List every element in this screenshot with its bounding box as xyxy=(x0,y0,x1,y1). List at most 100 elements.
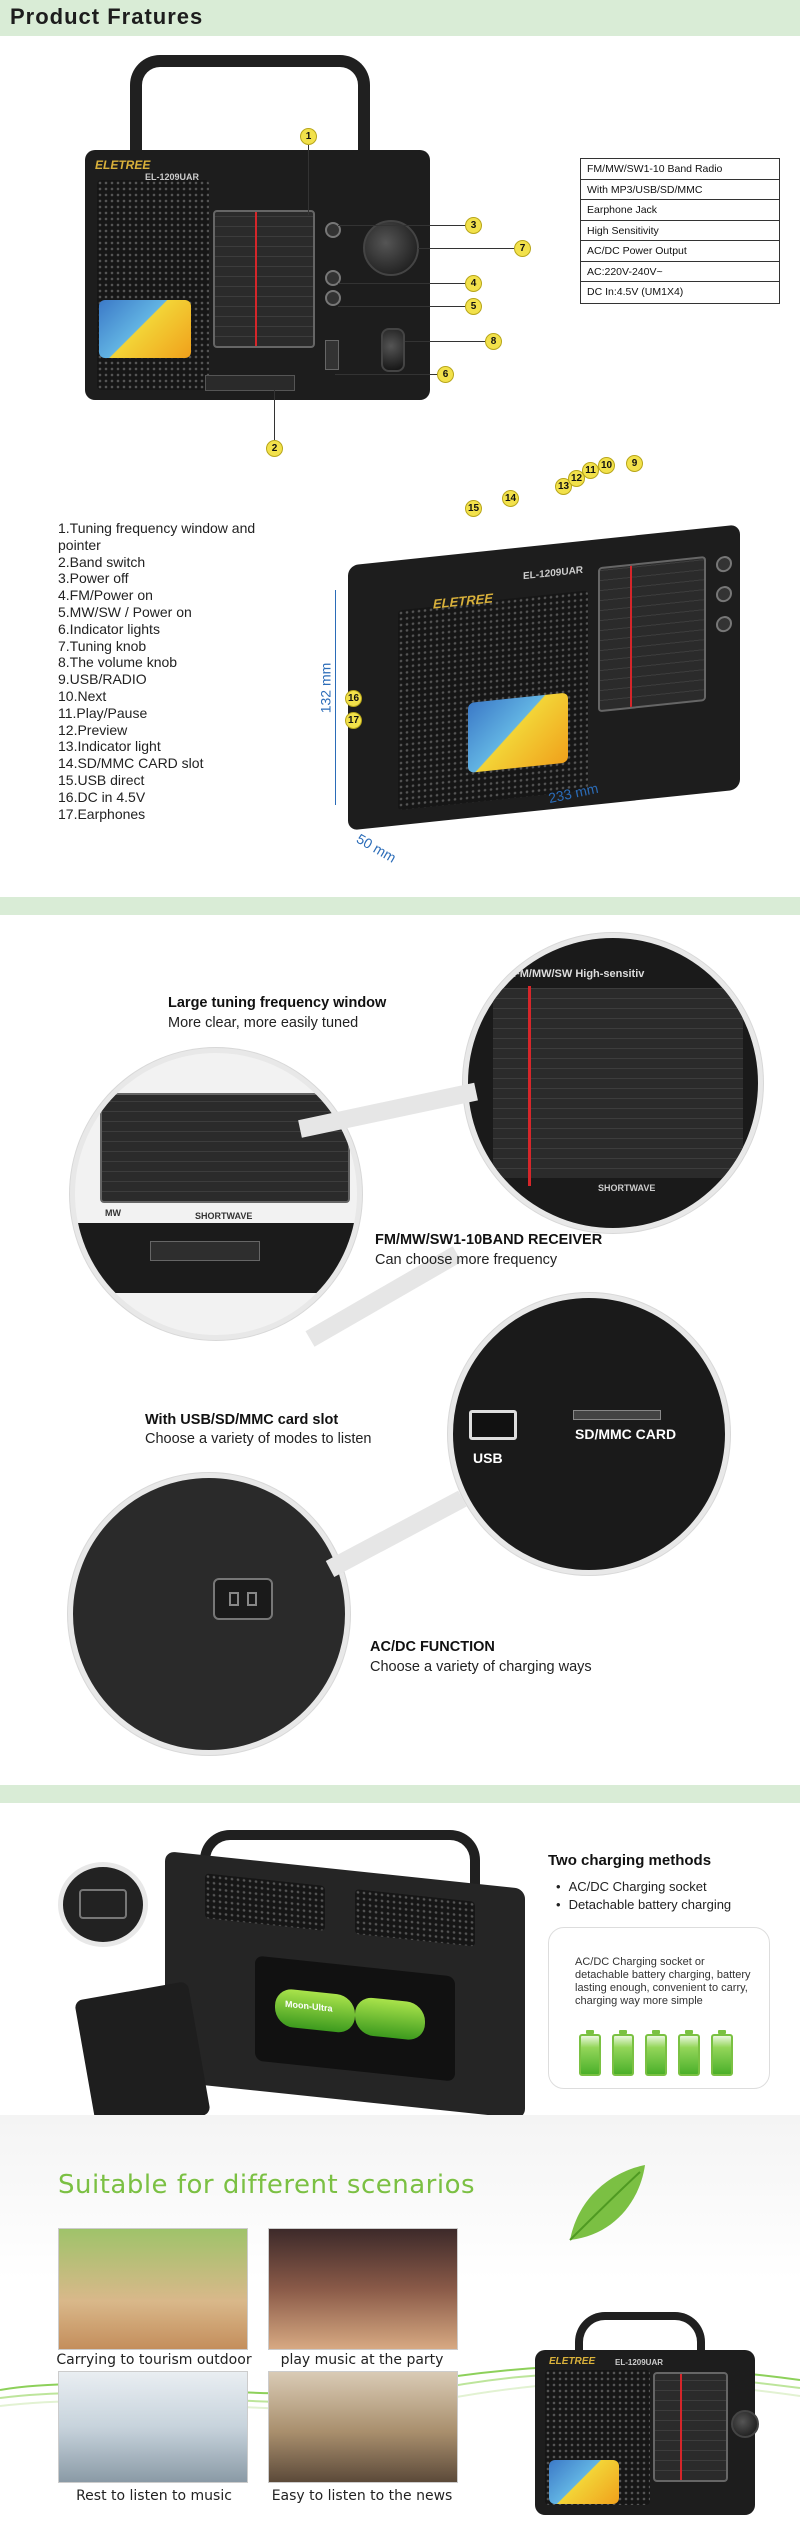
spec-row: AC:220V-240V~ xyxy=(581,262,779,282)
tuning-knob[interactable] xyxy=(363,220,419,276)
feature-desc: More clear, more easily tuned xyxy=(168,1015,359,1031)
fm-button[interactable] xyxy=(325,270,341,286)
power-sticker xyxy=(99,300,191,358)
bottom-radio-handle xyxy=(575,2312,705,2382)
feature-desc: Can choose more frequency xyxy=(375,1252,558,1268)
part-item: 14.SD/MMC CARD slot xyxy=(58,755,204,772)
feature-title: Large tuning frequency window xyxy=(168,995,387,1011)
part-item: 16.DC in 4.5V xyxy=(58,788,146,805)
rear-grille xyxy=(355,1889,475,1947)
scenarios-title: Suitable for different scenarios xyxy=(58,2170,476,2200)
part-item: 4.FM/Power on xyxy=(58,587,153,604)
radio-handle xyxy=(130,55,370,165)
height-dimension: 132 mm xyxy=(317,662,334,714)
part-item: 9.USB/RADIO xyxy=(58,671,147,688)
ac-pin-icon xyxy=(229,1592,239,1606)
header-band: Product Fratures xyxy=(0,0,800,36)
leader-3 xyxy=(338,225,465,226)
radio-body: ELETREE EL-1209UAR xyxy=(85,150,430,400)
callout-16: 16 xyxy=(345,690,362,707)
card-slot-icon xyxy=(573,1410,661,1420)
volume-knob[interactable] xyxy=(381,328,405,372)
zoom-shortwave-label-2: SHORTWAVE xyxy=(195,1211,253,1221)
part-item: 13.Indicator light xyxy=(58,738,161,755)
part-item: 12.Preview xyxy=(58,721,128,738)
bottom-brand-logo: ELETREE xyxy=(549,2356,596,2367)
bottom-radio-body: ELETREE EL-1209UAR xyxy=(535,2350,759,2515)
battery-icon xyxy=(355,1996,425,2042)
mw-sw-button[interactable] xyxy=(325,290,341,306)
zoom-needle xyxy=(528,986,531,1186)
scenario-caption: Rest to listen to music xyxy=(76,2488,232,2504)
part-item: 10.Next xyxy=(58,687,107,704)
part-item: 3.Power off xyxy=(58,570,129,587)
scenario-photo-party xyxy=(268,2228,458,2350)
scenario-photo-outdoor xyxy=(58,2228,248,2350)
part-item: 5.MW/SW / Power on xyxy=(58,603,192,620)
scenario-photo-news xyxy=(268,2371,458,2483)
ac-pin-icon xyxy=(247,1592,257,1606)
page-title: Product Fratures xyxy=(10,4,204,29)
zoom-shortwave-label: SHORTWAVE xyxy=(598,1183,656,1193)
callout-8: 8 xyxy=(485,333,502,350)
zoom-small-dial xyxy=(100,1093,350,1203)
bottom-needle xyxy=(680,2374,682,2480)
spec-row: High Sensitivity xyxy=(581,221,779,241)
callout-7: 7 xyxy=(514,240,531,257)
part-item: 6.Indicator lights xyxy=(58,620,160,637)
callout-5: 5 xyxy=(465,298,482,315)
feature-band-bottom xyxy=(0,1785,800,1803)
bottom-sticker xyxy=(549,2460,619,2504)
ac-socket-icon xyxy=(79,1889,127,1919)
callout-17: 17 xyxy=(345,712,362,729)
callout-11: 11 xyxy=(582,462,599,479)
callout-10: 10 xyxy=(598,457,615,474)
part-item: 2.Band switch xyxy=(58,553,146,570)
side-radio-body: ELETREE EL-1209UAR xyxy=(348,524,740,831)
charging-item: AC/DC Charging socket xyxy=(556,1878,731,1896)
spec-table: FM/MW/SW1-10 Band Radio With MP3/USB/SD/… xyxy=(580,158,780,304)
leader-6 xyxy=(335,374,437,375)
height-dimension-line xyxy=(335,590,336,805)
tuning-needle xyxy=(255,212,257,346)
bottom-knob[interactable] xyxy=(731,2410,759,2438)
callout-4: 4 xyxy=(465,275,482,292)
feature-desc: Choose a variety of charging ways xyxy=(370,1659,592,1675)
battery-icon xyxy=(711,2030,733,2076)
scenario-photo-rest xyxy=(58,2371,248,2483)
callout-2: 2 xyxy=(266,440,283,457)
side-button-a[interactable] xyxy=(716,555,732,573)
charging-title: Two charging methods xyxy=(548,1852,712,1869)
charging-note-card: AC/DC Charging socket or detachable batt… xyxy=(548,1927,770,2089)
parts-list: 1.Tuning frequency window and pointer 2.… xyxy=(58,520,288,822)
callout-14: 14 xyxy=(502,490,519,507)
feature-title: AC/DC FUNCTION xyxy=(370,1639,495,1655)
battery-icon xyxy=(645,2030,667,2076)
callout-15: 15 xyxy=(465,500,482,517)
leaf-icon xyxy=(569,2165,645,2241)
battery-icon xyxy=(678,2030,700,2076)
zoom-band-header: FM/MW/SW High-sensitiv xyxy=(513,968,645,980)
zoom-dial xyxy=(493,988,743,1178)
speaker-grille xyxy=(97,180,209,390)
callout-1: 1 xyxy=(300,128,317,145)
rear-radio-body: Moon-Ultra xyxy=(165,1851,525,2119)
depth-dimension: 50 mm xyxy=(353,830,399,866)
band-switch[interactable] xyxy=(205,375,295,391)
power-off-button[interactable] xyxy=(325,222,341,238)
callout-6: 6 xyxy=(437,366,454,383)
feature-title: FM/MW/SW1-10BAND RECEIVER xyxy=(375,1232,603,1248)
tuning-window xyxy=(213,210,315,348)
side-button-b[interactable] xyxy=(716,585,732,603)
side-button-c[interactable] xyxy=(716,615,732,633)
zoom-band-switch xyxy=(150,1241,260,1261)
usb-port-icon xyxy=(469,1410,517,1440)
side-tuning-needle xyxy=(630,565,632,707)
part-item: 15.USB direct xyxy=(58,771,145,788)
charging-item: Detachable battery charging xyxy=(556,1896,732,1914)
feature-desc: Choose a variety of modes to listen xyxy=(145,1431,372,1447)
bottom-model-label: EL-1209UAR xyxy=(615,2358,664,2367)
callout-3: 3 xyxy=(465,217,482,234)
model-label: EL-1209UAR xyxy=(145,172,200,182)
feature-band-top xyxy=(0,897,800,915)
